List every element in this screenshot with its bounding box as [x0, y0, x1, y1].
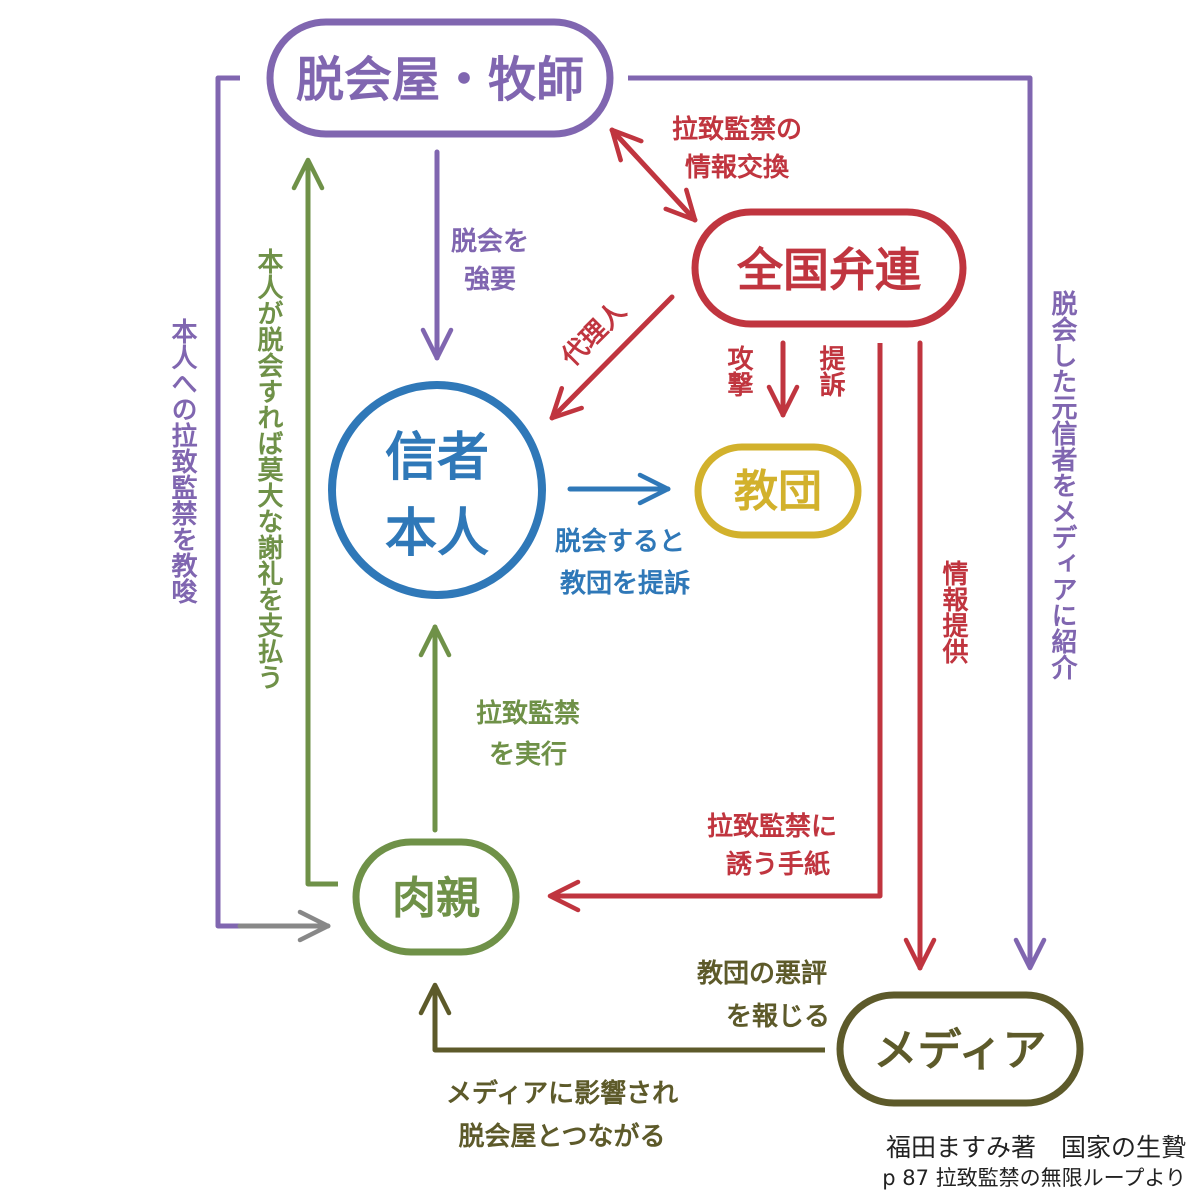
node-bengoshi-label: 全国弁連: [736, 243, 922, 297]
label-instigate: 本人への拉致監禁を教唆: [167, 318, 197, 604]
label-believer-sue-1: 脱会すると: [555, 527, 685, 557]
node-kyodan: 教団: [694, 443, 862, 539]
edge-media-influence: [418, 982, 825, 1053]
label-report-1: 教団の悪評: [697, 958, 827, 989]
label-letter-1: 拉致監禁に: [707, 811, 837, 842]
node-kyodan-label: 教団: [734, 466, 822, 517]
label-letter-2: 誘う手紙: [726, 849, 830, 880]
label-influence-1: メディアに影響され: [446, 1078, 678, 1109]
label-attack: 攻撃: [723, 345, 753, 397]
node-media: メディア: [836, 991, 1084, 1107]
node-shinja-label-1: 信者: [385, 428, 489, 488]
label-exchange-2: 情報交換: [685, 152, 790, 183]
edge-introduce: [628, 75, 1047, 971]
label-force-2: 強要: [464, 265, 516, 295]
label-sue: 提訴: [815, 345, 845, 397]
label-reward: 本人が脱会すれば莫大な謝礼を支払う: [253, 248, 283, 690]
edge-info-exchange: [609, 127, 698, 223]
source-page: p 87 拉致監禁の無限ループより: [882, 1162, 1186, 1192]
node-nikushin-label: 肉親: [392, 873, 480, 924]
node-shinja: 信者 本人: [328, 381, 546, 599]
label-execute-2: を実行: [489, 739, 567, 770]
node-bengoshi: 全国弁連: [691, 208, 967, 328]
label-force-1: 脱会を: [451, 227, 529, 257]
node-shinja-label-2: 本人: [385, 504, 489, 564]
label-report-2: を報じる: [726, 1002, 830, 1032]
label-info: 情報提供: [938, 560, 969, 665]
node-media-label: メディア: [874, 1025, 1047, 1076]
edge-letter: [547, 343, 883, 913]
node-nikushin: 肉親: [352, 838, 520, 956]
label-agent: 代理人: [555, 296, 632, 373]
source-line-2: p 87 拉致監禁の無限ループより: [882, 1166, 1186, 1190]
node-dakkai-label: 脱会屋・牧師: [296, 52, 584, 108]
edge-reward: [291, 157, 338, 887]
label-exchange-1: 拉致監禁の: [672, 114, 802, 145]
label-execute-1: 拉致監禁: [476, 698, 580, 729]
label-believer-sue-2: 教団を提訴: [560, 568, 690, 599]
edge-instigate: [215, 75, 242, 929]
source-citation: 福田ますみ著 国家の生贄: [886, 1128, 1186, 1164]
label-influence-2: 脱会屋とつながる: [459, 1121, 666, 1152]
source-line-1: 福田ますみ著 国家の生贄: [885, 1133, 1186, 1162]
edge-agent: [549, 294, 675, 421]
label-introduce: 脱会した元信者をメディアに紹介: [1047, 290, 1078, 680]
node-dakkai: 脱会屋・牧師: [266, 18, 614, 138]
